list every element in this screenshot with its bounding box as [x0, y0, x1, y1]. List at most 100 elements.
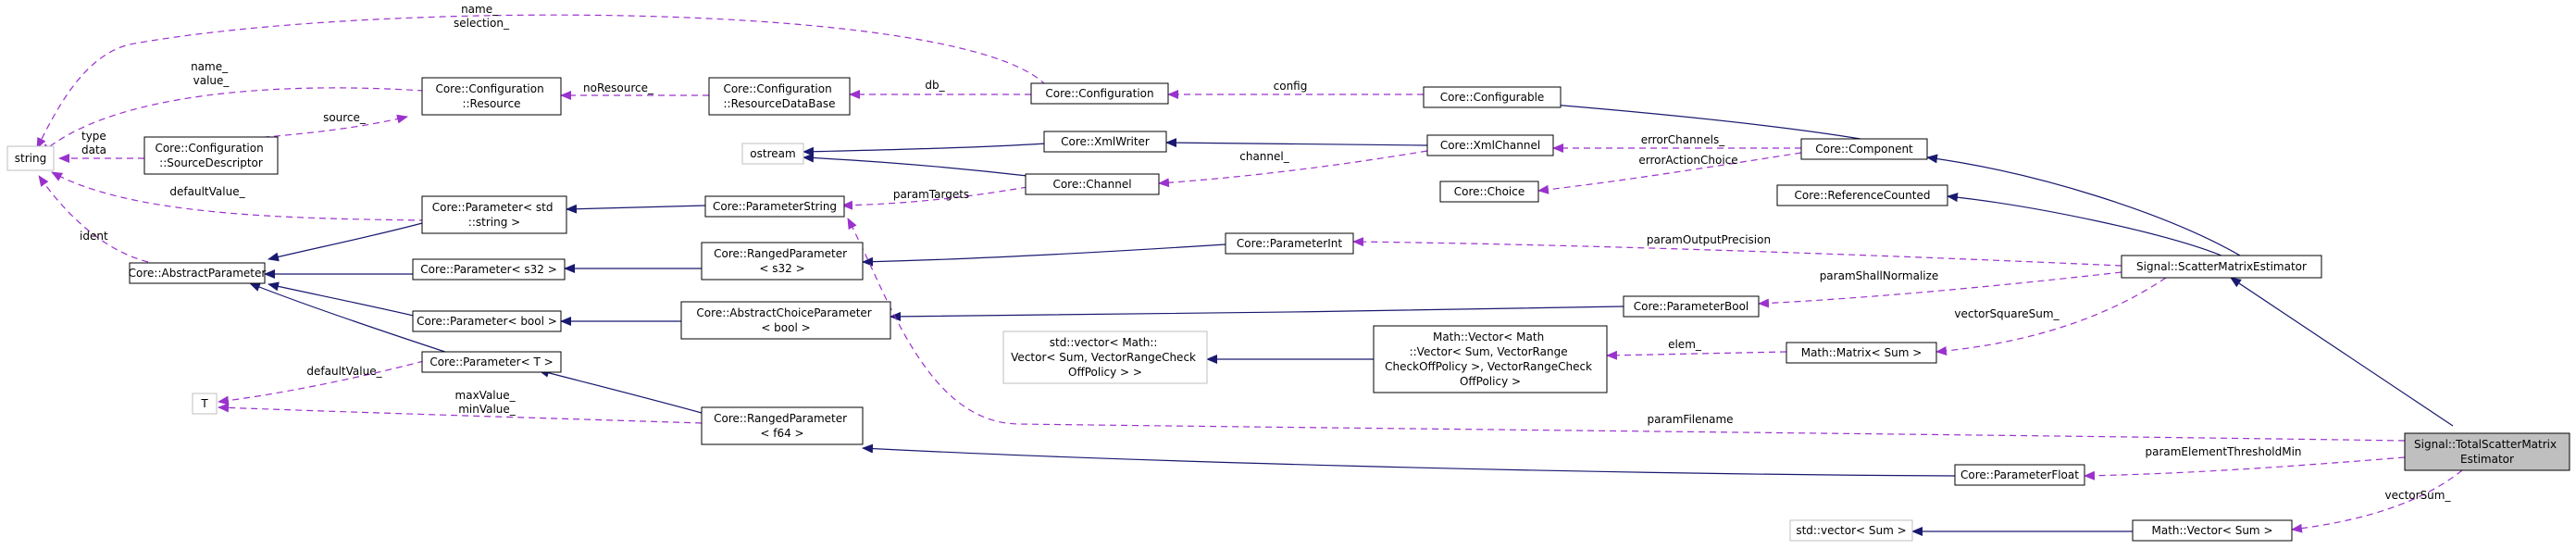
edge-abstract-parameter-to-string — [38, 175, 149, 263]
node-scatter-estimator[interactable]: Signal::ScatterMatrixEstimator — [2121, 255, 2322, 279]
node-reference-counted[interactable]: Core::ReferenceCounted — [1776, 184, 1948, 206]
edge-param-bool-cls-to-abstract-choice — [890, 306, 1624, 321]
edge-label-max-min-value: maxValue_ minValue_ — [455, 389, 519, 416]
edge-label-error-channels: errorChannels_ — [1641, 133, 1726, 146]
svg-text:Core::ParameterBool: Core::ParameterBool — [1634, 300, 1749, 313]
edge-label-elem: elem_ — [1668, 338, 1702, 351]
svg-text:Core::Configuration: Core::Configuration — [1045, 87, 1153, 100]
node-ranged-f64[interactable]: Core::RangedParameter < f64 > — [701, 406, 864, 445]
svg-text:Math::Vector< Sum >: Math::Vector< Sum > — [2152, 524, 2273, 537]
svg-text:T: T — [200, 397, 208, 410]
node-param-bool-cls[interactable]: Core::ParameterBool — [1623, 295, 1760, 318]
edge-param-string-to-param-std-string — [566, 204, 706, 214]
node-abstract-choice-bool[interactable]: Core::AbstractChoiceParameter < bool > — [680, 301, 891, 340]
svg-text:Core::Parameter< bool >: Core::Parameter< bool > — [417, 315, 557, 328]
svg-text:Core::ParameterFloat: Core::ParameterFloat — [1960, 468, 2079, 481]
node-param-s32[interactable]: Core::Parameter< s32 > — [412, 258, 566, 281]
edge-scatter-to-reference-counted — [1947, 193, 2222, 256]
node-channel[interactable]: Core::Channel — [1025, 173, 1160, 195]
node-abstract-parameter[interactable]: Core::AbstractParameter — [129, 262, 267, 284]
edge-param-float-to-ranged-f64 — [862, 443, 1956, 477]
svg-text:Core::Channel: Core::Channel — [1052, 178, 1131, 191]
svg-text:Core::Configuration ::: Core::Configuration ::ResourceDataBase — [723, 82, 835, 110]
edge-xml-writer-to-ostream — [803, 143, 1047, 156]
svg-text:Core::RangedParameter: Core::RangedParameter < f64 > — [714, 412, 851, 440]
edge-label-param-filename: paramFilename — [1647, 413, 1733, 426]
node-std-vector-sum[interactable]: std::vector< Sum > — [1789, 519, 1913, 542]
node-math-vector-math[interactable]: Math::Vector< Math ::Vector< Sum, Vector… — [1373, 325, 1608, 393]
edge-label-error-action-choice: errorActionChoice — [1638, 154, 1737, 167]
svg-text:Core::Parameter< s32 >: Core::Parameter< s32 > — [420, 263, 557, 276]
node-xml-writer[interactable]: Core::XmlWriter — [1043, 131, 1167, 153]
edge-xml-channel-to-xml-writer — [1165, 138, 1428, 148]
node-cfg-source-descriptor[interactable]: Core::Configuration ::SourceDescriptor — [143, 136, 279, 175]
edge-math-matrix-to-math-vector-math — [1606, 350, 1787, 360]
node-cfg-resource-db[interactable]: Core::Configuration ::ResourceDataBase — [708, 77, 851, 116]
node-ostream[interactable]: ostream — [741, 143, 804, 165]
node-string[interactable]: string — [6, 145, 55, 171]
svg-text:Math::Matrix< Sum >: Math::Matrix< Sum > — [1801, 346, 1923, 359]
edge-cfg-resource-to-string — [40, 87, 425, 155]
node-param-T[interactable]: Core::Parameter< T > — [421, 351, 562, 373]
edge-component-to-choice — [1537, 152, 1802, 194]
svg-text:std::vector< Math:: Ve: std::vector< Math:: Vector< Sum, VectorR… — [1011, 336, 1200, 379]
node-T[interactable]: T — [192, 393, 218, 415]
node-component[interactable]: Core::Component — [1800, 138, 1928, 160]
edge-label-param-element-threshold-min: paramElementThresholdMin — [2145, 445, 2301, 458]
edge-labels: name_ selection_ name_ value_ source_ ty… — [80, 3, 2451, 502]
node-param-bool[interactable]: Core::Parameter< bool > — [412, 310, 562, 332]
node-param-int[interactable]: Core::ParameterInt — [1225, 232, 1354, 255]
svg-text:Core::AbstractParameter: Core::AbstractParameter — [129, 267, 267, 280]
edge-param-T-to-T — [218, 360, 425, 406]
node-cfg-resource[interactable]: Core::Configuration ::Resource — [421, 77, 562, 116]
edge-label-source: source_ — [323, 111, 367, 124]
edge-label-vector-square-sum: vectorSquareSum_ — [1954, 307, 2060, 320]
svg-text:Core::Configurable: Core::Configurable — [1440, 91, 1545, 104]
edge-ranged-f64-to-T — [218, 403, 703, 424]
edge-label-config: config — [1274, 80, 1308, 93]
node-choice[interactable]: Core::Choice — [1439, 181, 1539, 203]
svg-text:Core::Configuration ::: Core::Configuration ::Resource — [435, 82, 547, 110]
edge-total-to-scatter — [2230, 277, 2454, 427]
edge-label-ident: ident — [80, 230, 108, 243]
svg-text:string: string — [15, 152, 46, 165]
edges — [36, 14, 2463, 536]
edge-param-std-string-to-string — [51, 171, 427, 221]
node-math-matrix[interactable]: Math::Matrix< Sum > — [1786, 342, 1937, 364]
edge-total-to-math-vector-sum — [2291, 469, 2463, 533]
node-configuration[interactable]: Core::Configuration — [1030, 82, 1169, 105]
node-math-vector-sum[interactable]: Math::Vector< Sum > — [2132, 519, 2293, 542]
edge-label-name-value: name_ value_ — [191, 60, 231, 87]
edge-xml-channel-to-channel — [1158, 150, 1428, 188]
edge-label-channel: channel_ — [1239, 150, 1289, 163]
edge-total-to-param-string — [847, 218, 2406, 442]
edge-scatter-to-param-bool-cls — [1758, 271, 2122, 308]
edge-total-to-param-float — [2084, 456, 2406, 480]
edge-label-db: db_ — [925, 79, 945, 92]
svg-text:Core::AbstractChoiceParameter: Core::AbstractChoiceParameter < bool > — [696, 306, 875, 334]
node-xml-channel[interactable]: Core::XmlChannel — [1426, 134, 1554, 156]
node-param-string[interactable]: Core::ParameterString — [704, 195, 845, 218]
svg-text:Core::ParameterString: Core::ParameterString — [713, 200, 837, 213]
edge-label-default-value-string: defaultValue_ — [169, 185, 245, 198]
node-ranged-s32[interactable]: Core::RangedParameter < s32 > — [701, 242, 864, 281]
node-std-vector-math[interactable]: std::vector< Math:: Vector< Sum, VectorR… — [1002, 331, 1208, 384]
svg-text:Core::Component: Core::Component — [1815, 143, 1913, 156]
node-total-scatter-estimator[interactable]: Signal::TotalScatterMatrix Estimator — [2404, 432, 2570, 471]
node-param-std-string[interactable]: Core::Parameter< std ::string > — [421, 195, 567, 234]
edge-scatter-to-param-int — [1352, 237, 2122, 267]
nodes: string Core::AbstractParameter T Core::C… — [6, 77, 2570, 542]
edge-param-bool-to-abstract-parameter — [268, 281, 427, 319]
edge-label-param-shall-normalize: paramShallNormalize — [1820, 269, 1939, 282]
svg-text:Signal::TotalScatterMatrix: Signal::TotalScatterMatrix Estimator — [2414, 438, 2560, 466]
svg-text:Core::XmlWriter: Core::XmlWriter — [1061, 135, 1150, 148]
node-param-float[interactable]: Core::ParameterFloat — [1954, 464, 2085, 486]
node-configurable[interactable]: Core::Configurable — [1423, 86, 1562, 108]
svg-text:Core::ParameterInt: Core::ParameterInt — [1237, 237, 1342, 250]
edge-channel-to-param-string — [841, 186, 1028, 210]
edge-scatter-to-math-matrix — [1935, 277, 2167, 356]
svg-text:Signal::ScatterMatrixEstimator: Signal::ScatterMatrixEstimator — [2136, 260, 2307, 273]
svg-text:Core::Parameter< T >: Core::Parameter< T > — [429, 356, 553, 368]
edge-label-no-resource: noResource_ — [583, 81, 654, 94]
